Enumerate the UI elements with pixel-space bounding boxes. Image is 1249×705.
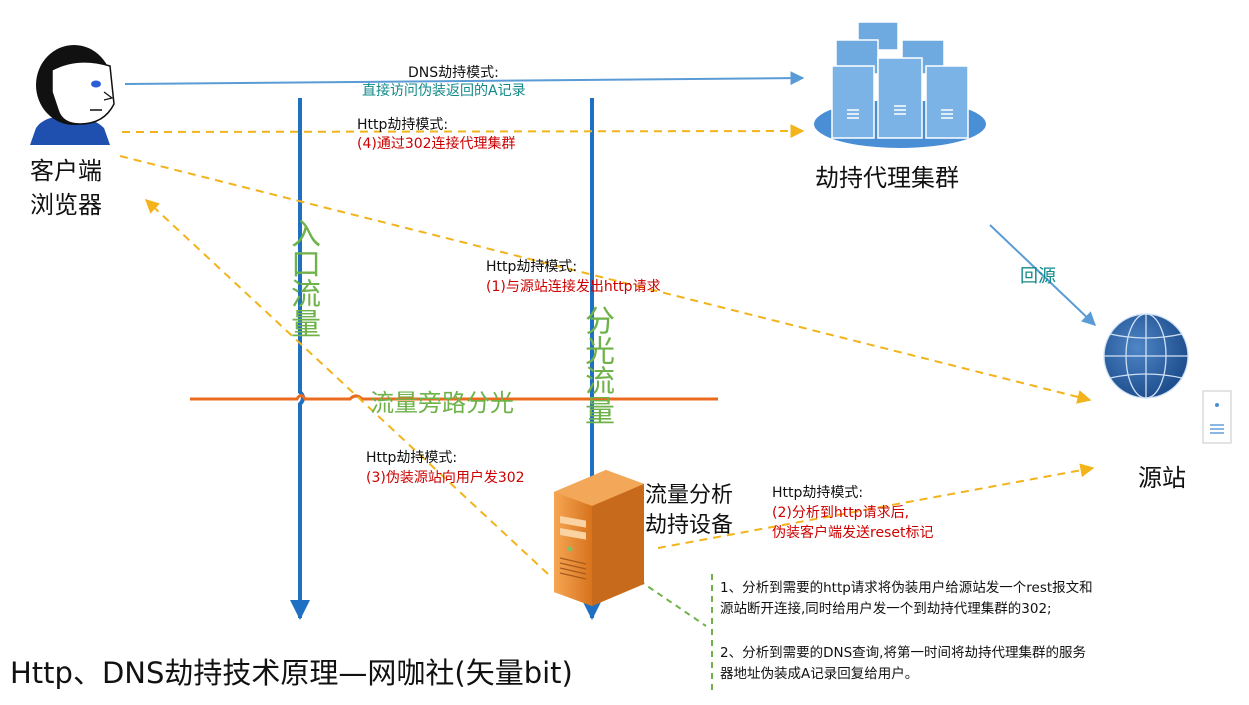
http4-arrow [121, 124, 805, 139]
device-label-line2: 劫持设备 [645, 513, 734, 538]
note-connector [611, 561, 707, 627]
dns-mode-detail: 直接访问伪装返回的A记录 [362, 83, 526, 99]
http3-arrow [144, 199, 549, 575]
http4-title: Http劫持模式: [357, 117, 449, 133]
http3-detail: (3)伪装源站向用户发302 [366, 470, 525, 486]
http1-detail: (1)与源站连接发出http请求 [486, 279, 661, 295]
proxy-cluster-label: 劫持代理集群 [815, 164, 959, 192]
bypass-split-label: 流量旁路分光 [370, 389, 514, 417]
http2-arrow [657, 463, 1095, 549]
http1-title: Http劫持模式: [486, 259, 578, 275]
split-traffic-label: 分光流量 [579, 305, 614, 425]
back-to-origin-label: 回源 [1020, 266, 1056, 287]
note1-line1: 1、分析到需要的http请求将伪装用户给源站发一个rest报文和 [720, 580, 1093, 596]
client-label-line2: 浏览器 [30, 191, 102, 219]
back-to-origin-arrow [989, 224, 1097, 326]
tower-server-icon [554, 470, 644, 606]
globe-icon [1103, 313, 1189, 399]
http2-title: Http劫持模式: [772, 485, 864, 501]
dns-mode-title: DNS劫持模式: [408, 65, 499, 81]
client-label-line1: 客户端 [30, 157, 102, 185]
inbound-traffic-line [290, 98, 310, 620]
http3-title: Http劫持模式: [366, 450, 458, 466]
http2-detail-line1: (2)分析到http请求后, [772, 505, 910, 521]
http4-detail: (4)通过302连接代理集群 [357, 136, 516, 152]
origin-label: 源站 [1138, 464, 1186, 492]
note2-line2: 器地址伪装成A记录回复给用户。 [720, 666, 919, 682]
dns-arrow [124, 71, 805, 86]
server-cluster-icon [814, 21, 986, 148]
device-label-line1: 流量分析 [645, 483, 734, 508]
inbound-traffic-label: 入口流量 [285, 218, 320, 338]
bypass-line [190, 394, 718, 401]
http1-arrow [119, 155, 1092, 404]
http2-detail-line2: 伪装客户端发送reset标记 [772, 525, 934, 541]
document-icon [1202, 390, 1232, 444]
note1-line2: 源站断开连接,同时给用户发一个到劫持代理集群的302; [720, 601, 1052, 617]
note2-line1: 2、分析到需要的DNS查询,将第一时间将劫持代理集群的服务 [720, 645, 1086, 661]
person-icon [30, 45, 115, 145]
page-title: Http、DNS劫持技术原理—网咖社(矢量bit) [10, 656, 573, 690]
